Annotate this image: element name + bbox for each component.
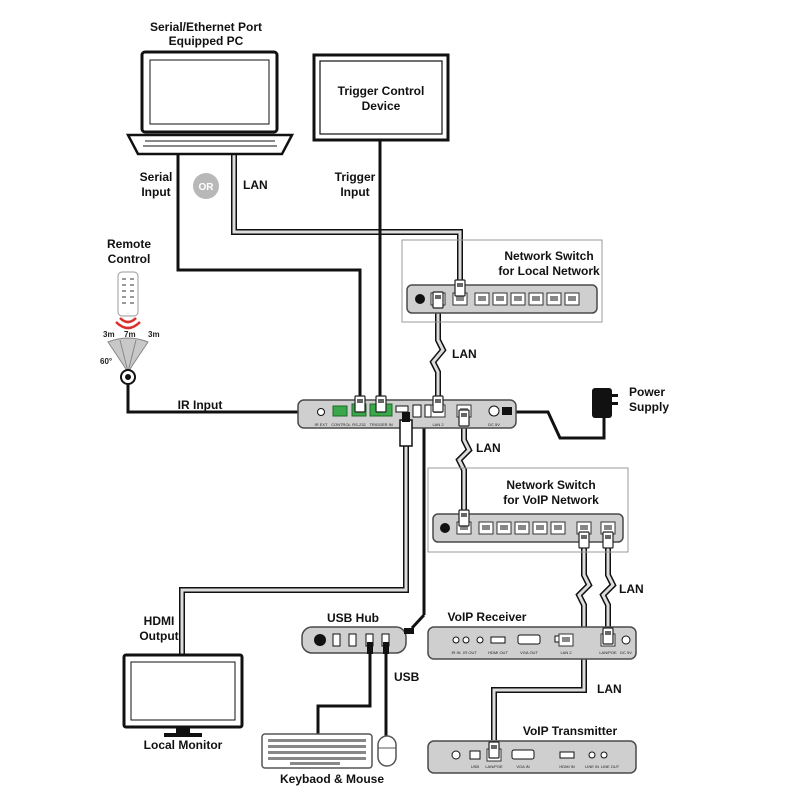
trigger-input-line1: Trigger [335, 170, 376, 184]
power-supply-line1: Power [629, 385, 665, 399]
pc-title-line1: Serial/Ethernet Port [150, 20, 262, 34]
ir-sensor [120, 369, 136, 385]
power-supply [592, 388, 618, 418]
angle-label: 60° [100, 357, 112, 366]
local-monitor-label: Local Monitor [144, 738, 223, 752]
power-supply-line2: Supply [629, 400, 669, 414]
range-left: 3m [103, 330, 115, 339]
serial-input-line2: Input [141, 185, 170, 199]
range-center: 7m [124, 330, 136, 339]
port-dc: DC 5V [488, 422, 500, 427]
remote-control [115, 271, 141, 330]
or-text: OR [199, 182, 215, 193]
keyboard-mouse-label: Keybaod & Mouse [280, 772, 384, 786]
hdmi-output-line1: HDMI [144, 614, 175, 628]
port-rs232: RS-232 [352, 422, 366, 427]
remote-control-line2: Control [108, 252, 151, 266]
usb-label: USB [394, 670, 420, 684]
rx-port-lan2: LAN 2 [560, 650, 572, 655]
rx-port-ir-out: IR OUT [463, 650, 477, 655]
ir-range-fan [107, 337, 149, 373]
local-network-switch [401, 239, 603, 323]
voip-transmitter [427, 740, 637, 774]
pc-lan-label: LAN [243, 178, 268, 192]
voip-lan-label: LAN [476, 441, 501, 455]
remote-control-line1: Remote [107, 237, 151, 251]
rx-port-lan-poe: LAN/POE [599, 650, 617, 655]
keyboard-cable [316, 652, 372, 735]
power-cable [510, 410, 606, 440]
port-trigger-in: TRIGGER IN [369, 422, 392, 427]
rx-port-vga-out: VGA OUT [520, 650, 538, 655]
tx-port-lan: LAN/POE [485, 764, 503, 769]
serial-input-line1: Serial [140, 170, 173, 184]
tx-port-usb: USB [471, 764, 480, 769]
usb-hub [301, 626, 414, 654]
voip-network-switch [427, 467, 629, 553]
trigger-input-line2: Input [340, 185, 369, 199]
switch-local-line1: Network Switch [504, 249, 593, 263]
voip-rx-lan-label: LAN [619, 582, 644, 596]
rx-port-hdmi-out: HDMI OUT [488, 650, 508, 655]
trigger-device-line1: Trigger Control [338, 84, 425, 98]
voip-receiver-label: VoIP Receiver [448, 610, 527, 624]
voip-tx-lan-label: LAN [597, 682, 622, 696]
rx-port-dc: DC 5V [620, 650, 632, 655]
tx-port-hdmi-in: HDMI IN [559, 764, 574, 769]
pc-title-line2: Equipped PC [169, 34, 244, 48]
tx-port-vga-in: VGA IN [516, 764, 529, 769]
tx-port-line-out: LINE OUT [601, 764, 620, 769]
usb-hub-label: USB Hub [327, 611, 379, 625]
port-control: CONTROL [331, 422, 351, 427]
or-badge [193, 173, 219, 199]
serial-cable [176, 152, 362, 402]
range-right: 3m [148, 330, 160, 339]
ir-cable [126, 385, 318, 414]
switch-voip-line2: for VoIP Network [503, 493, 599, 507]
local-lan-label: LAN [452, 347, 477, 361]
switch-voip-line1: Network Switch [506, 478, 595, 492]
voip-receiver [427, 626, 637, 660]
switch-local-line2: for Local Network [498, 264, 600, 278]
cables [126, 140, 617, 740]
main-unit [297, 395, 517, 447]
hdmi-output-line2: Output [139, 629, 178, 643]
keyboard [261, 733, 373, 769]
tx-port-line-in: LINE IN [585, 764, 599, 769]
local-monitor [122, 653, 244, 737]
trigger-device-line2: Device [362, 99, 401, 113]
voip-transmitter-label: VoIP Transmitter [523, 724, 618, 738]
port-ir-ext: IR EXT [315, 422, 328, 427]
mouse [377, 735, 397, 767]
port-lan2: LAN 2 [432, 422, 444, 427]
trigger-control-device [312, 53, 450, 142]
laptop-pc [125, 50, 295, 156]
ir-input-label: IR Input [178, 398, 223, 412]
rx-port-ir-in: IR IN [451, 650, 460, 655]
